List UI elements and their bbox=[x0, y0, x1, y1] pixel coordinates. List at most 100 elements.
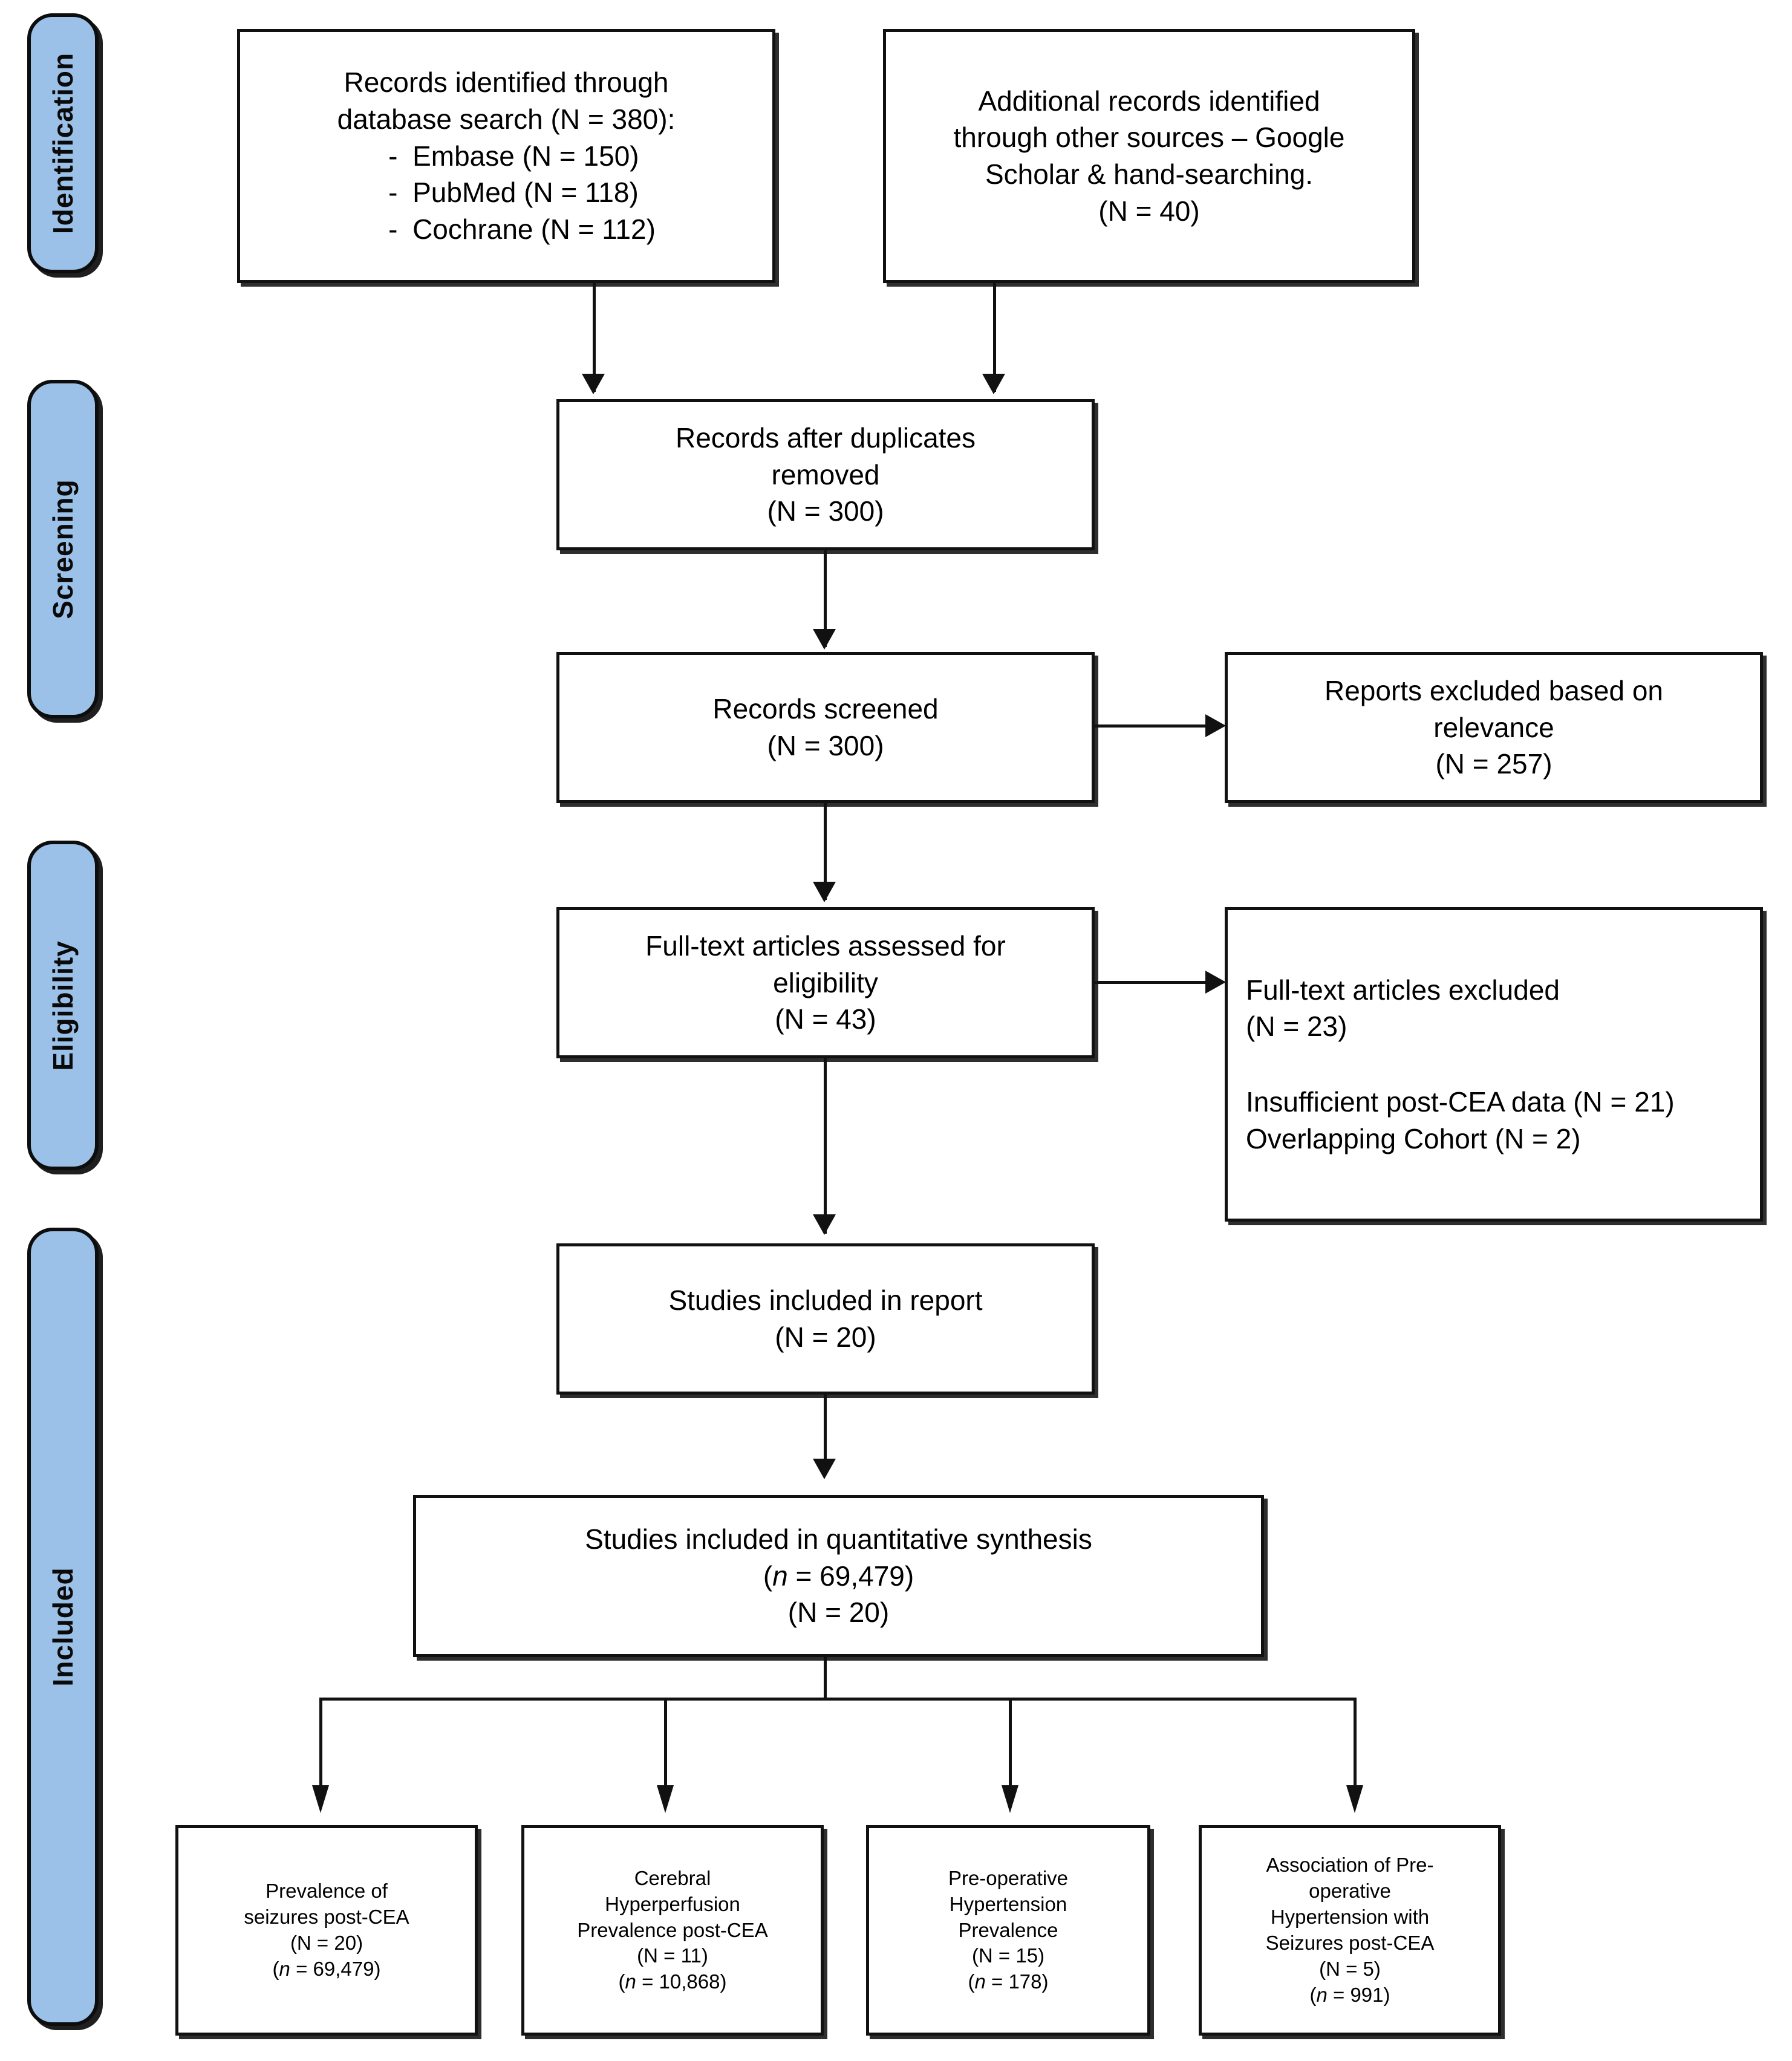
outcome1-line3: (N = 20) bbox=[290, 1932, 363, 1954]
outcome4-line3: Hypertension with bbox=[1270, 1906, 1430, 1929]
synthesis-line1: Studies included in quantitative synthes… bbox=[585, 1523, 1092, 1555]
box-quantitative-synthesis: Studies included in quantitative synthes… bbox=[413, 1495, 1264, 1657]
outcome1-line4-post: = 69,479 bbox=[290, 1957, 374, 1980]
connector-branch-1 bbox=[319, 1698, 322, 1803]
arrowhead-branch-1-icon bbox=[312, 1785, 329, 1813]
box-fulltext-articles-excluded: Full-text articles excluded (N = 23) Ins… bbox=[1225, 907, 1763, 1222]
stage-tab-included: Included bbox=[27, 1228, 99, 2026]
outcome2-line4: (N = 11) bbox=[637, 1944, 708, 1967]
fulltext-excluded-line2: (N = 23) bbox=[1246, 1011, 1347, 1043]
outcome4-line6: (n = 991) bbox=[1309, 1983, 1390, 2006]
stage-label-screening: Screening bbox=[47, 479, 79, 619]
other-sources-line2: through other sources – Google bbox=[953, 122, 1345, 154]
arrowhead-other-to-duplicates-icon bbox=[982, 374, 1005, 394]
stage-tab-identification: Identification bbox=[27, 13, 99, 273]
connector-fulltext-to-included bbox=[824, 1058, 827, 1234]
arrowhead-branch-3-icon bbox=[1002, 1785, 1018, 1813]
db-search-bullet-pubmed: -PubMed (N = 118) bbox=[388, 174, 656, 211]
arrowhead-branch-2-icon bbox=[657, 1785, 674, 1813]
synthesis-line2: (n = 69,479) bbox=[427, 1558, 1250, 1595]
duplicates-line3: (N = 300) bbox=[767, 495, 884, 527]
fulltext-excluded-line4: Overlapping Cohort (N = 2) bbox=[1246, 1122, 1581, 1154]
fulltext-assessed-line2: eligibility bbox=[773, 966, 878, 998]
fulltext-excluded-line3: Insufficient post-CEA data (N = 21) bbox=[1246, 1086, 1675, 1118]
arrowhead-fulltext-to-excluded-icon bbox=[1205, 971, 1226, 994]
synthesis-line3: (N = 20) bbox=[787, 1597, 890, 1629]
stage-label-included: Included bbox=[47, 1567, 79, 1687]
outcome1-line4: (n = 69,479) bbox=[272, 1957, 381, 1980]
connector-synthesis-stem bbox=[824, 1657, 827, 1699]
db-search-bullet-embase-text: Embase (N = 150) bbox=[412, 140, 639, 172]
box-outcome-preop-hypertension-prevalence: Pre-operative Hypertension Prevalence (N… bbox=[866, 1825, 1150, 2036]
outcome4-line2: operative bbox=[1309, 1880, 1391, 1903]
outcome1-line2: seizures post-CEA bbox=[244, 1906, 409, 1929]
db-search-bullets: -Embase (N = 150) -PubMed (N = 118) -Coc… bbox=[357, 138, 656, 248]
connector-outcome-bus bbox=[319, 1698, 1355, 1701]
synthesis-line2-italic-n: n bbox=[772, 1560, 788, 1592]
outcome4-line4: Seizures post-CEA bbox=[1265, 1932, 1435, 1954]
studies-report-line1: Studies included in report bbox=[668, 1284, 983, 1317]
arrowhead-screened-to-excluded-icon bbox=[1205, 714, 1226, 737]
box-outcome-association-htn-seizures: Association of Pre- operative Hypertensi… bbox=[1199, 1825, 1501, 2036]
db-search-line1: Records identified through bbox=[344, 67, 669, 99]
outcome2-line5: (n = 10,868) bbox=[618, 1970, 727, 1993]
box-studies-included-report: Studies included in report (N = 20) bbox=[556, 1243, 1095, 1395]
box-outcome-seizure-prevalence: Prevalence of seizures post-CEA (N = 20)… bbox=[175, 1825, 478, 2036]
box-reports-excluded-relevance: Reports excluded based on relevance (N =… bbox=[1225, 652, 1763, 803]
outcome3-line5-post: = 178 bbox=[985, 1970, 1042, 1993]
connector-other-to-duplicates bbox=[993, 283, 996, 392]
box-fulltext-assessed-eligibility: Full-text articles assessed for eligibil… bbox=[556, 907, 1095, 1058]
reports-excluded-line1: Reports excluded based on bbox=[1324, 674, 1664, 706]
arrowhead-fulltext-to-included-icon bbox=[813, 1214, 836, 1235]
outcome3-italic-n: n bbox=[974, 1970, 986, 1993]
stage-label-eligibility: Eligibility bbox=[47, 940, 79, 1071]
outcome2-line5-post: = 10,868 bbox=[636, 1970, 720, 1993]
fulltext-excluded-line1: Full-text articles excluded bbox=[1246, 974, 1560, 1006]
outcome3-line1: Pre-operative bbox=[948, 1866, 1069, 1889]
fulltext-assessed-line1: Full-text articles assessed for bbox=[645, 930, 1006, 962]
outcome3-line5: (n = 178) bbox=[968, 1970, 1049, 1993]
box-records-screened: Records screened (N = 300) bbox=[556, 652, 1095, 803]
arrowhead-db-to-duplicates-icon bbox=[582, 374, 605, 394]
stage-tab-screening: Screening bbox=[27, 380, 99, 718]
box-additional-records-other-sources: Additional records identified through ot… bbox=[883, 29, 1415, 283]
connector-screened-to-fulltext bbox=[824, 803, 827, 900]
other-sources-line4: (N = 40) bbox=[1098, 195, 1200, 227]
connector-branch-4 bbox=[1354, 1698, 1357, 1803]
db-search-line2: database search (N = 380): bbox=[337, 103, 676, 135]
outcome1-italic-n: n bbox=[279, 1957, 290, 1980]
outcome4-line6-post: = 991 bbox=[1327, 1983, 1384, 2006]
studies-report-line2: (N = 20) bbox=[775, 1321, 876, 1353]
outcome2-line3: Prevalence post-CEA bbox=[577, 1918, 768, 1941]
duplicates-line2: removed bbox=[771, 458, 880, 490]
fulltext-excluded-spacer bbox=[1246, 1045, 1749, 1084]
box-records-after-duplicates-removed: Records after duplicates removed (N = 30… bbox=[556, 399, 1095, 550]
fulltext-assessed-line3: (N = 43) bbox=[775, 1003, 876, 1035]
outcome4-line5: (N = 5) bbox=[1319, 1957, 1381, 1980]
synthesis-line2-pre: ( bbox=[763, 1560, 773, 1592]
stage-label-identification: Identification bbox=[47, 52, 79, 235]
reports-excluded-line2: relevance bbox=[1433, 711, 1554, 743]
connector-db-to-duplicates bbox=[593, 283, 596, 392]
other-sources-line1: Additional records identified bbox=[978, 85, 1320, 117]
arrowhead-branch-4-icon bbox=[1346, 1785, 1363, 1813]
connector-duplicates-to-screened bbox=[824, 550, 827, 647]
outcome3-line2: Hypertension bbox=[949, 1892, 1067, 1915]
db-search-bullet-embase: -Embase (N = 150) bbox=[388, 138, 656, 175]
connector-branch-2 bbox=[664, 1698, 667, 1803]
records-screened-line1: Records screened bbox=[712, 693, 939, 725]
outcome3-line3: Prevalence bbox=[958, 1918, 1058, 1941]
outcome2-line1: Cerebral bbox=[634, 1866, 711, 1889]
connector-screened-to-excluded bbox=[1095, 724, 1210, 728]
bullet-dash-icon: - bbox=[388, 213, 398, 246]
outcome4-line1: Association of Pre- bbox=[1266, 1854, 1434, 1877]
duplicates-line1: Records after duplicates bbox=[675, 422, 976, 454]
outcome3-line4: (N = 15) bbox=[971, 1944, 1045, 1967]
outcome4-italic-n: n bbox=[1316, 1983, 1328, 2006]
outcome2-line2: Hyperperfusion bbox=[605, 1892, 740, 1915]
bullet-dash-icon: - bbox=[388, 177, 398, 209]
outcome1-line1: Prevalence of bbox=[266, 1880, 388, 1903]
box-records-identified-database: Records identified through database sear… bbox=[237, 29, 775, 283]
db-search-bullet-cochrane: -Cochrane (N = 112) bbox=[388, 211, 656, 248]
